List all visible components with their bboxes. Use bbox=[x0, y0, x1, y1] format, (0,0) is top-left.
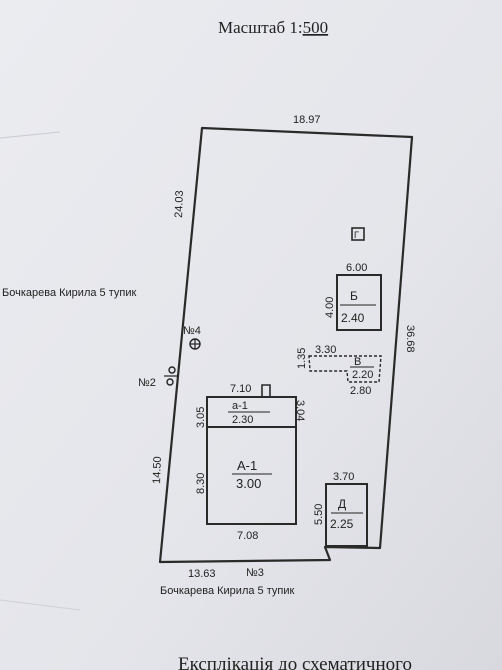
building-g: Г bbox=[351, 227, 365, 241]
paper-fold-line-lower bbox=[0, 599, 81, 611]
building-v-name: В bbox=[354, 356, 361, 368]
dim-left-lower: 14.50 bbox=[151, 456, 164, 484]
entrance-icon bbox=[261, 384, 271, 397]
house-depth: 8.30 bbox=[195, 473, 207, 494]
building-d-outline bbox=[325, 483, 368, 547]
main-top-width: 7.10 bbox=[230, 383, 251, 395]
annex-height: 2.30 bbox=[232, 414, 253, 426]
building-v-width: 3.30 bbox=[315, 344, 336, 356]
scale-value: 500 bbox=[303, 18, 329, 37]
footer-partial-title: Експлікація до схематичного bbox=[178, 654, 412, 670]
building-v-height: 2.20 bbox=[352, 369, 373, 381]
street-bottom-label: Бочкарева Кирила 5 тупик bbox=[160, 585, 294, 597]
building-b-width: 6.00 bbox=[346, 262, 367, 274]
scale-header: Масштаб 1:500 bbox=[218, 18, 328, 37]
building-v: 3.30 1.35 В 2.20 2.80 bbox=[296, 344, 382, 397]
building-main: 7.10 а-1 2.30 3.05 3.04 А-1 3.00 8.30 7.… bbox=[195, 383, 306, 542]
building-v-depth: 1.35 bbox=[296, 348, 308, 369]
building-d: 3.70 5.50 Д 2.25 bbox=[313, 471, 368, 547]
annex-right-depth: 3.04 bbox=[294, 400, 306, 421]
building-g-outline bbox=[351, 227, 365, 241]
marker-n2: №2 bbox=[138, 377, 156, 389]
building-b-height: 2.40 bbox=[341, 311, 365, 325]
street-left-label: Бочкарева Кирила 5 тупик bbox=[2, 287, 136, 299]
paper-fold-line bbox=[0, 131, 61, 139]
house-a1-outline bbox=[206, 426, 297, 525]
house-name: А-1 bbox=[237, 458, 257, 473]
building-d-height: 2.25 bbox=[330, 517, 354, 531]
building-d-width: 3.70 bbox=[333, 471, 354, 483]
building-v-outline bbox=[308, 355, 382, 383]
scale-label: Масштаб 1:500 bbox=[218, 18, 328, 37]
building-v-second-width: 2.80 bbox=[350, 385, 371, 397]
dim-top: 18.97 bbox=[293, 114, 321, 126]
marker-n4: №4 bbox=[183, 325, 201, 337]
building-b-depth: 4.00 bbox=[324, 297, 336, 318]
annex-name: а-1 bbox=[232, 400, 248, 412]
building-b: 6.00 4.00 Б 2.40 bbox=[324, 262, 382, 331]
building-d-depth: 5.50 bbox=[313, 504, 325, 525]
building-b-name: Б bbox=[350, 289, 358, 303]
building-b-outline bbox=[336, 274, 382, 331]
house-height: 3.00 bbox=[236, 476, 261, 491]
dim-left-upper: 24.03 bbox=[173, 190, 186, 218]
dim-right: 36.68 bbox=[404, 325, 416, 353]
building-g-name: Г bbox=[354, 230, 359, 240]
annex-left-depth: 3.05 bbox=[195, 407, 207, 428]
marker-n3: №3 bbox=[246, 567, 264, 579]
main-bottom-width: 7.08 bbox=[237, 530, 258, 542]
building-d-name: Д bbox=[338, 497, 346, 511]
dim-bottom: 13.63 bbox=[188, 568, 216, 580]
well-marker-icon bbox=[189, 338, 201, 350]
gate-marker-icon bbox=[164, 366, 178, 386]
